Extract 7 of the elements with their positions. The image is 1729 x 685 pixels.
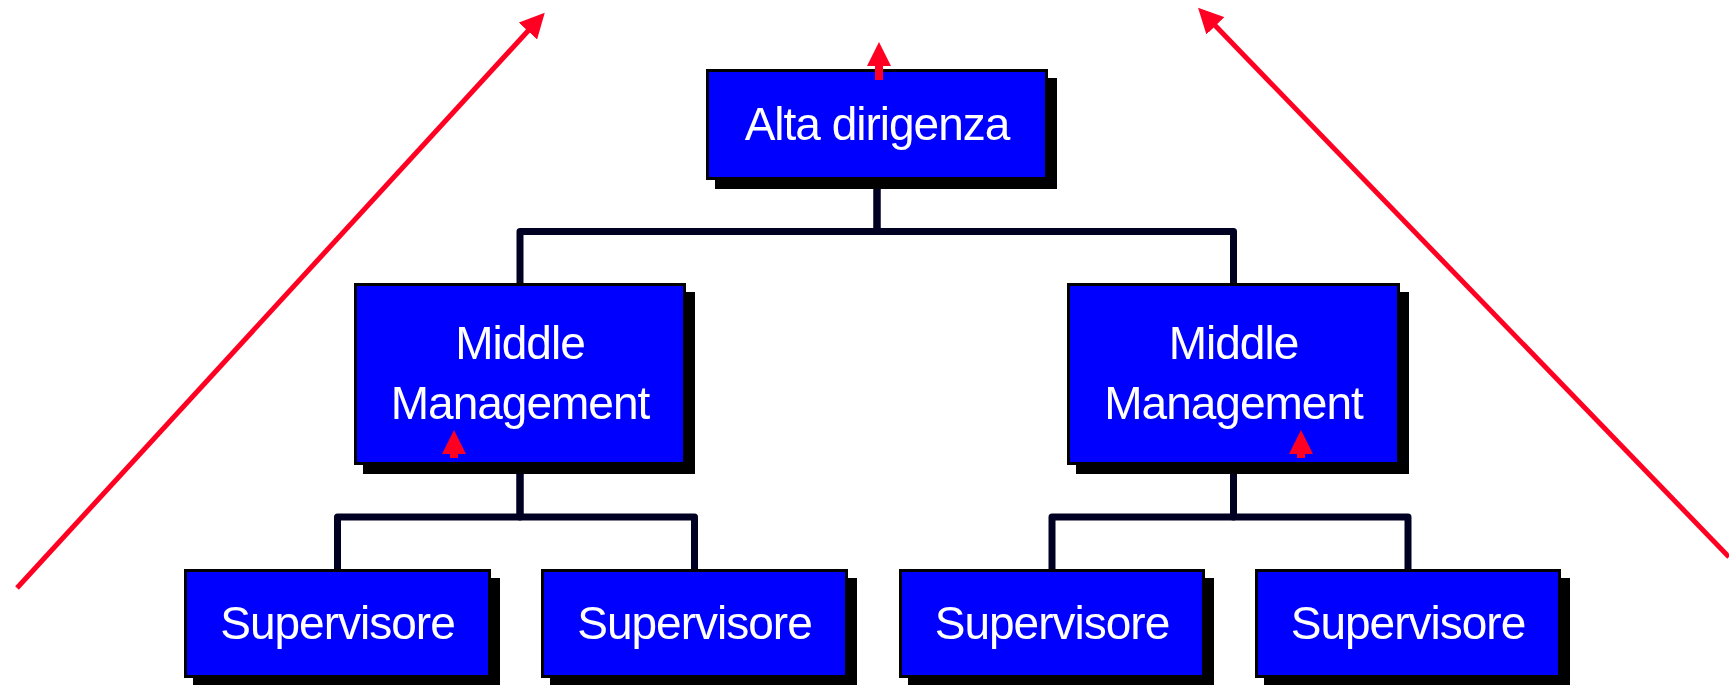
role-label: Middle Management [389,316,651,431]
role-label: Alta dirigenza [744,96,1010,152]
role-label: Supervisore [577,595,812,651]
role-label: Supervisore [934,595,1170,651]
role-label: Supervisore [1290,595,1526,651]
role-label: Supervisore [220,595,455,651]
role-label: Middle Management [1103,316,1365,431]
